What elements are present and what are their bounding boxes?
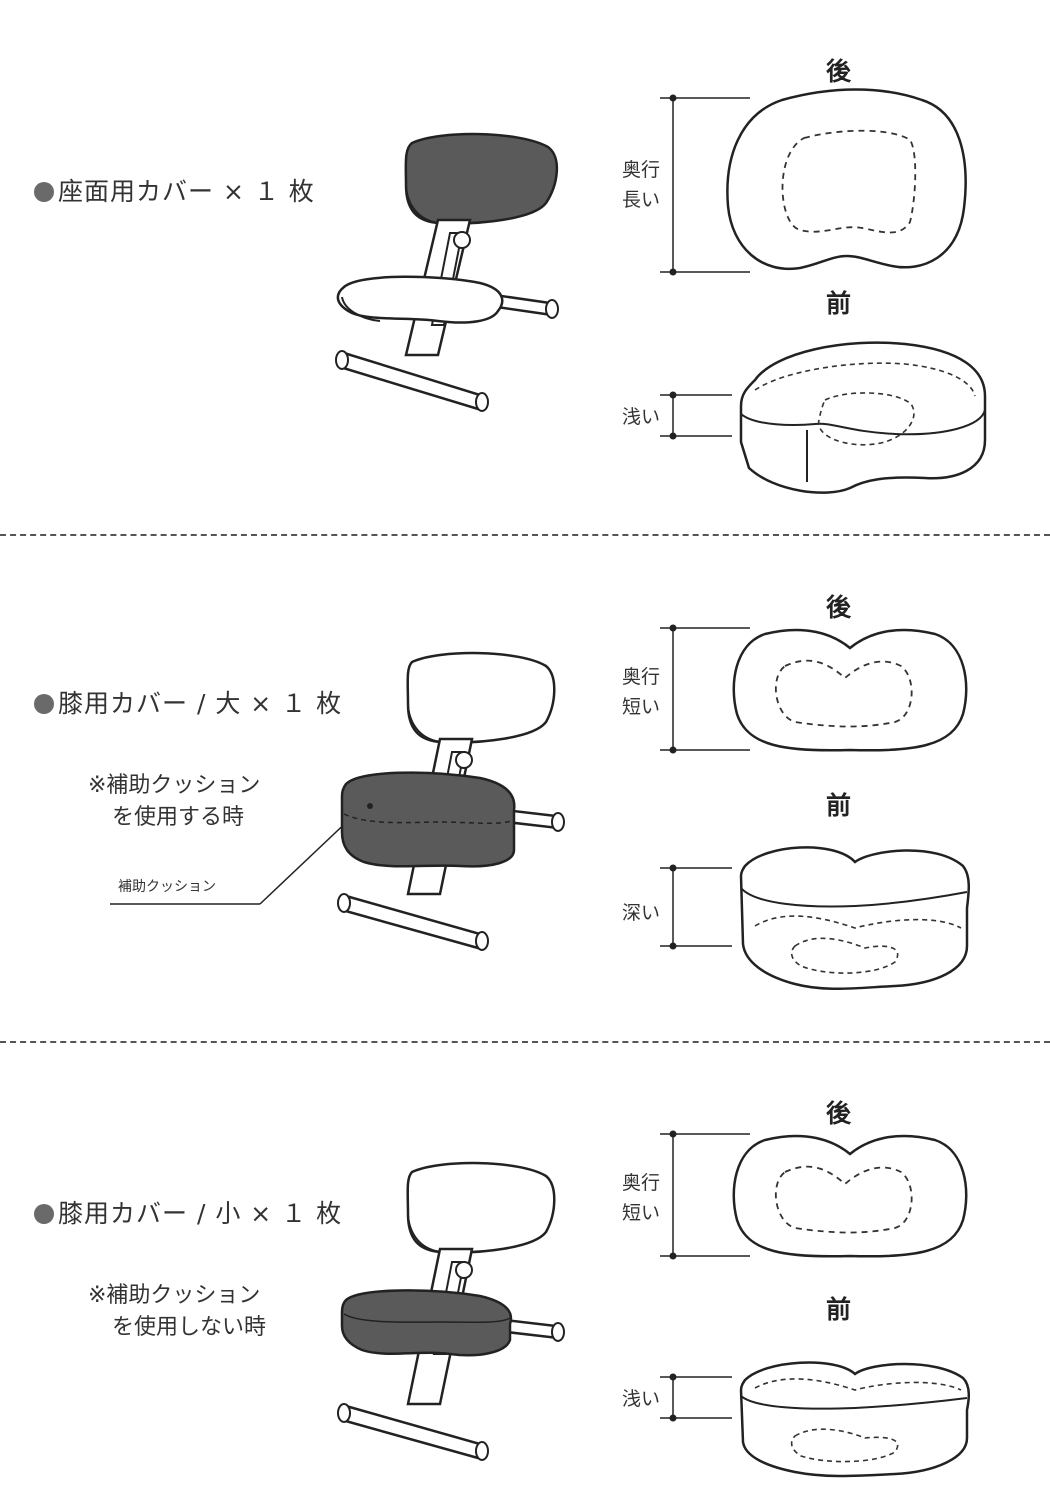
depth-dimension [660, 624, 750, 754]
item-title: 座面用カバー × １ 枚 [34, 172, 315, 208]
back-label: 後 [826, 593, 852, 622]
perspective-cushion [739, 1361, 970, 1478]
chair-illustration [337, 651, 565, 951]
front-label: 前 [826, 1295, 852, 1324]
callout-label: 補助クッション [118, 879, 216, 895]
top-view-cushion [726, 88, 967, 271]
depth-label: 奥行短い [622, 666, 661, 718]
usage-note: ※補助クッション を使用しない時 [88, 1283, 267, 1340]
item-title: 膝用カバー / 大 × １ 枚 [34, 684, 342, 720]
top-view-cushion [732, 1134, 968, 1258]
height-dimension [660, 1373, 732, 1422]
top-view-cushion [732, 628, 968, 752]
depth-dimension [660, 1130, 750, 1260]
usage-note: ※補助クッション を使用する時 [88, 773, 261, 830]
back-label: 後 [826, 57, 852, 86]
depth-label: 奥行長い [622, 159, 661, 211]
depth-dimension [660, 94, 750, 276]
height-dimension [660, 391, 732, 440]
section-divider [0, 534, 1050, 536]
depth-label: 奥行短い [622, 1172, 661, 1224]
section-divider [0, 1041, 1050, 1043]
section-knee-cover-large: 膝用カバー / 大 × １ 枚 ※補助クッション を使用する時 補助クッション … [0, 536, 1050, 1041]
back-label: 後 [826, 1099, 852, 1128]
perspective-cushion [739, 341, 987, 494]
front-label: 前 [826, 791, 852, 820]
chair-illustration [335, 132, 559, 412]
bullet-icon [34, 694, 54, 714]
chair-illustration [337, 1161, 565, 1461]
item-title: 膝用カバー / 小 × １ 枚 [34, 1194, 342, 1230]
height-dimension [660, 864, 732, 950]
perspective-cushion [739, 846, 970, 991]
section-knee-cover-small: 膝用カバー / 小 × １ 枚 ※補助クッション を使用しない時 後 奥行短い … [0, 1042, 1050, 1500]
front-label: 前 [826, 289, 852, 318]
height-label: 浅い [622, 1388, 661, 1410]
bullet-icon [34, 182, 54, 202]
height-label: 深い [622, 902, 661, 924]
bullet-icon [34, 1204, 54, 1224]
section-seat-cover: 座面用カバー × １ 枚 後 奥行長い 前 [0, 0, 1050, 530]
height-label: 浅い [622, 406, 661, 428]
